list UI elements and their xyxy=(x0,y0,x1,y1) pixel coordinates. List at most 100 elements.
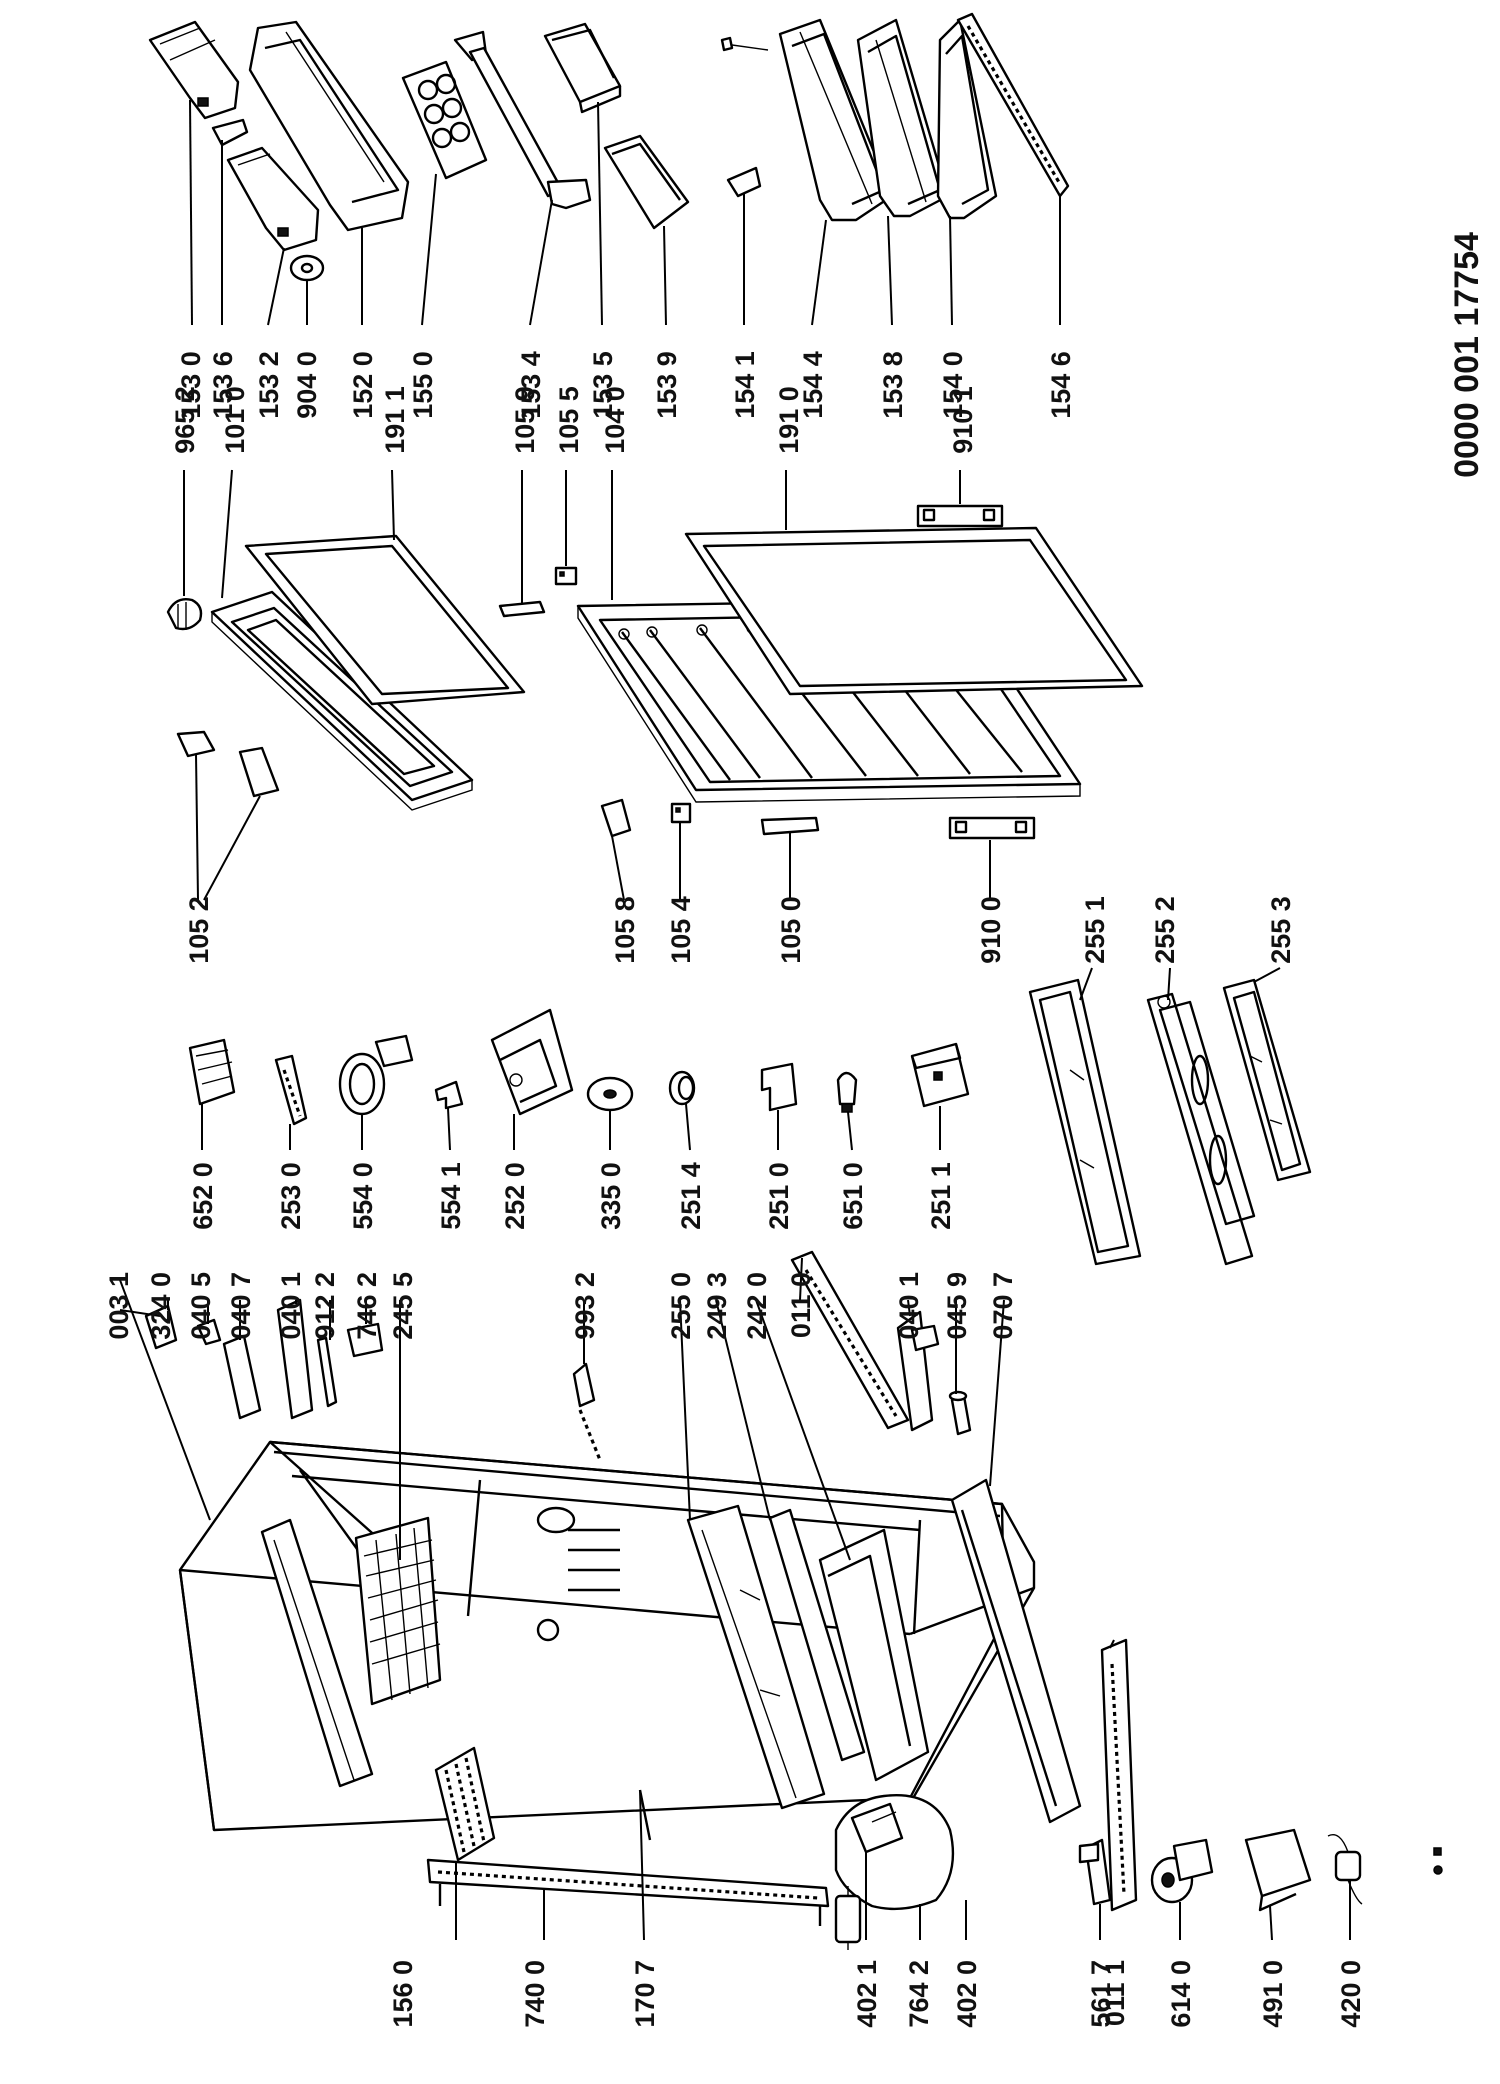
rod-bracket-part xyxy=(720,36,769,198)
door-handle-part xyxy=(760,816,820,836)
callout-156-0: 156 0 xyxy=(388,1960,418,2028)
compressor-part xyxy=(834,1794,955,1911)
document-id: 0000 001 17754 xyxy=(1448,232,1486,478)
callout-105-2: 105 2 xyxy=(184,896,214,964)
callout-764-2: 764 2 xyxy=(904,1960,934,2028)
washer-part xyxy=(289,254,325,282)
starter-relay-part xyxy=(1150,1838,1214,1904)
small-box-lower-part xyxy=(603,134,690,230)
shelf-rail-part xyxy=(768,1508,866,1762)
hinge-cover-a-part xyxy=(498,600,546,618)
plate-746-part xyxy=(346,1322,384,1358)
bolt-part xyxy=(948,1390,972,1436)
callout-155-0: 155 0 xyxy=(408,351,438,419)
switch-box-part xyxy=(910,1042,970,1108)
side-vent-part xyxy=(434,1746,496,1862)
callout-105-8: 105 8 xyxy=(610,896,640,964)
base-panel-part xyxy=(950,1478,1082,1824)
callout-245-5: 245 5 xyxy=(388,1272,418,1340)
callout-652-0: 652 0 xyxy=(188,1162,218,1230)
screws-part xyxy=(1433,1847,1443,1875)
callout-101-0: 101 0 xyxy=(220,386,250,454)
hinge-cover-b-part xyxy=(600,798,632,838)
mid-shelf-part xyxy=(686,1504,826,1810)
overload-protector-part xyxy=(1244,1828,1312,1912)
callout-105-5: 105 5 xyxy=(554,386,584,454)
callout-740-0: 740 0 xyxy=(520,1960,550,2028)
callout-070-7: 070 7 xyxy=(988,1272,1018,1340)
callout-153-9: 153 9 xyxy=(652,351,682,419)
glass-shelf-c-part xyxy=(1222,978,1312,1182)
callout-154-1: 154 1 xyxy=(730,351,760,419)
lamp-cover-part xyxy=(760,1062,798,1112)
lower-gasket-part xyxy=(684,526,1144,696)
sensor-probe-part xyxy=(274,1054,308,1126)
callout-614-0: 614 0 xyxy=(1166,1960,1196,2028)
callout-746-2: 746 2 xyxy=(352,1272,382,1340)
callout-420-0: 420 0 xyxy=(1336,1960,1366,2028)
callout-105-9: 105 9 xyxy=(510,386,540,454)
callout-011-0: 011 0 xyxy=(786,1272,816,1338)
callout-335-0: 335 0 xyxy=(596,1162,626,1230)
lower-hinge-part xyxy=(896,1310,940,1432)
doors-group: 965 2 101 0 191 1 105 9 105 5 104 0 191 … xyxy=(166,386,1144,964)
door-shelf-b-part xyxy=(856,18,950,218)
screw-912-part xyxy=(316,1336,338,1408)
ring-part xyxy=(668,1070,696,1106)
upper-gasket-part xyxy=(244,534,526,706)
door-leaders xyxy=(183,469,991,901)
crisper-part xyxy=(818,1528,930,1782)
callout-904-0: 904 0 xyxy=(292,351,322,419)
callout-040-7: 040 7 xyxy=(226,1272,256,1340)
door-shelf-a-part xyxy=(778,18,894,222)
callout-554-1: 554 1 xyxy=(436,1162,466,1230)
cable-part xyxy=(1327,1834,1363,1905)
thermostat-part xyxy=(188,1038,236,1106)
components-group: 652 0 253 0 554 0 554 1 252 0 335 0 251 … xyxy=(188,1008,970,1230)
condenser-part xyxy=(426,1858,830,1926)
glass-shelf-b-part xyxy=(1146,992,1256,1266)
callout-910-0: 910 0 xyxy=(976,896,1006,964)
callout-965-2: 965 2 xyxy=(170,386,200,454)
clip-part xyxy=(434,1080,464,1110)
freezer-grid-part xyxy=(354,1516,442,1706)
callout-040-1-top: 040 1 xyxy=(276,1272,306,1340)
callout-491-0: 491 0 xyxy=(1258,1960,1288,2028)
callout-912-2: 912 2 xyxy=(310,1272,340,1340)
callout-561-7: 561 7 xyxy=(1086,1960,1116,2028)
cover-324-part xyxy=(144,1304,178,1350)
spring-993-part xyxy=(572,1362,602,1461)
callout-255-0: 255 0 xyxy=(666,1272,696,1340)
callout-255-2: 255 2 xyxy=(1150,896,1180,964)
callout-153-0: 153 0 xyxy=(176,351,206,419)
callout-249-3: 249 3 xyxy=(702,1272,732,1340)
small-box-upper-part xyxy=(543,22,622,114)
relay-probe-part xyxy=(1078,1838,1112,1906)
callout-045-9: 045 9 xyxy=(942,1272,972,1340)
callout-003-1: 003 1 xyxy=(104,1272,134,1340)
callout-170-7: 170 7 xyxy=(630,1960,660,2028)
callout-191-0: 191 0 xyxy=(774,386,804,454)
capacitor-part xyxy=(834,1886,862,1950)
door-bracket-pair-part xyxy=(176,730,280,901)
callout-252-0: 252 0 xyxy=(500,1162,530,1230)
callout-251-0: 251 0 xyxy=(764,1162,794,1230)
callout-154-6: 154 6 xyxy=(1046,351,1076,419)
door-accessories-group: 153 0 153 6 153 2 904 0 152 0 155 0 153 … xyxy=(148,12,1076,419)
bulb-part xyxy=(836,1071,858,1113)
control-panel-part xyxy=(260,1518,374,1788)
top-row-leaders xyxy=(189,99,1061,326)
callout-251-4: 251 4 xyxy=(676,1162,706,1230)
callout-154-4: 154 4 xyxy=(798,351,828,419)
callout-105-4: 105 4 xyxy=(666,896,696,964)
door-tray-long-part xyxy=(248,20,410,232)
glass-shelf-a-part xyxy=(1028,978,1142,1266)
callout-153-5: 153 5 xyxy=(588,351,618,419)
callout-104-0: 104 0 xyxy=(600,386,630,454)
upper-door-part xyxy=(210,590,474,811)
callout-105-0: 105 0 xyxy=(776,896,806,964)
hinge-plate-lower-part xyxy=(948,816,1036,840)
bin-clip-part xyxy=(211,118,249,147)
callout-011-1: 011 1 xyxy=(1100,1960,1130,2026)
